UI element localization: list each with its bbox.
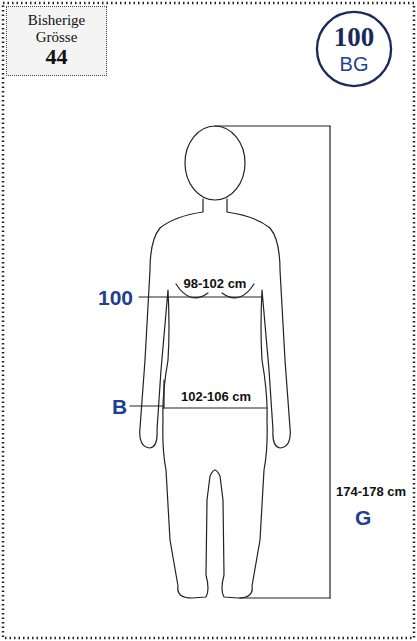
leader-line <box>139 296 168 297</box>
height-measure: 174-178 cm <box>335 484 407 499</box>
node-heading: Bisherige Grösse <box>17 12 97 45</box>
height-line <box>240 597 330 598</box>
node-value: 44 <box>46 45 68 69</box>
bust-line <box>168 296 262 297</box>
height-line <box>329 126 330 598</box>
waist-tick <box>163 380 164 408</box>
size-box: Bisherige Grösse44 <box>6 6 107 76</box>
page-frame <box>3 3 414 638</box>
waist-measure: 102-106 cm <box>180 389 252 404</box>
height-line <box>215 125 330 126</box>
leader-line <box>130 405 163 406</box>
circle-outline <box>317 12 391 86</box>
node-value: BG <box>340 53 369 75</box>
height-letter: G <box>354 506 372 530</box>
size-number: 100 <box>97 286 134 310</box>
waist-letter: B <box>111 395 128 419</box>
bust-measure: 98-102 cm <box>183 276 248 291</box>
waist-line <box>163 407 267 408</box>
size-circle: 100BG <box>315 10 393 88</box>
node-heading: 100 <box>334 23 375 53</box>
head-outline <box>185 126 245 200</box>
